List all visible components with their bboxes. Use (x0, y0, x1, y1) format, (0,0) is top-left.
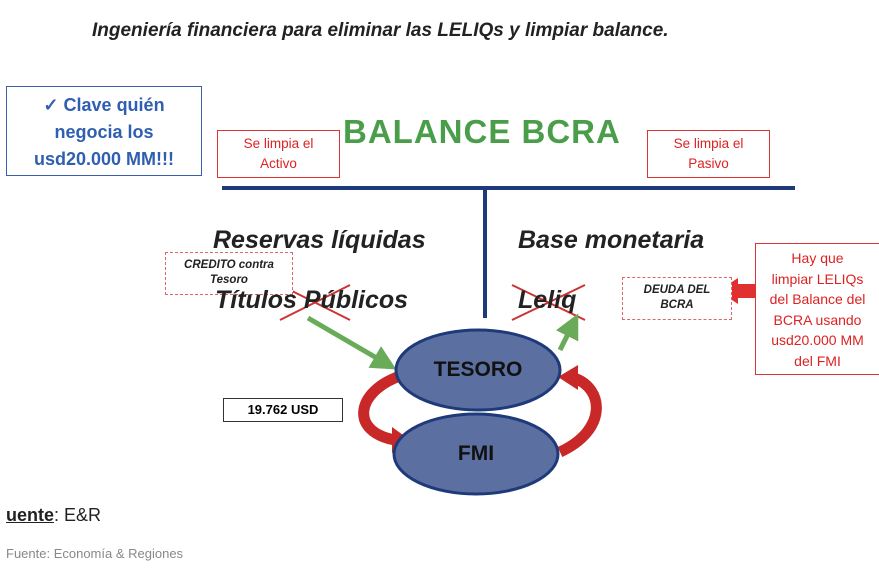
reservas-heading: Reservas líquidas (213, 226, 426, 254)
amount-box: 19.762 USD (223, 398, 343, 422)
note-line-3: del Balance del (769, 291, 866, 307)
deuda-box: DEUDA DEL BCRA (622, 277, 732, 320)
fmi-ellipse (392, 412, 560, 496)
note-line-4: BCRA usando (773, 311, 862, 328)
note-box: Hay que limpiar LELIQs del Balance del B… (755, 243, 879, 375)
credito-line-2: Tesoro (210, 274, 248, 286)
activo-box: Se limpia el Activo (217, 130, 340, 178)
titulos-publicos-label: Títulos Públicos (215, 286, 409, 314)
note-line-6: del FMI (794, 352, 841, 369)
clave-line-2: negocia los (54, 122, 154, 142)
pasivo-line-1: Se limpia el (673, 136, 744, 151)
base-monetaria-heading: Base monetaria (518, 226, 705, 254)
clave-line-1: Clave quién (63, 95, 165, 115)
arrow-tesoro-to-leliq (555, 313, 579, 352)
tesoro-label: TESORO (433, 358, 523, 381)
activo-line-1: Se limpia el (243, 136, 314, 151)
cycle-arrow-left (358, 370, 403, 446)
fuente-line: uente: E&R (6, 505, 101, 526)
cycle-arrow-right (557, 372, 602, 457)
note-line-1: Hay que (791, 250, 844, 266)
credito-box: CREDITO contra Tesoro (165, 252, 293, 295)
diagram-title: Ingeniería financiera para eliminar las … (92, 20, 669, 41)
check-icon: ✓ (43, 95, 59, 115)
cycle-arrow-right-head (558, 365, 578, 390)
pasivo-line-2: Pasivo (688, 156, 729, 171)
credito-line-1: CREDITO contra (184, 259, 274, 271)
fuente-label: uente (6, 505, 55, 525)
deuda-line-2: BCRA (660, 299, 694, 311)
note-line-5: usd20.000 MM (771, 332, 864, 348)
image-caption: Fuente: Economía & Regiones (6, 546, 184, 561)
tesoro-ellipse (394, 328, 562, 412)
activo-line-2: Activo (260, 156, 297, 171)
balance-title: BALANCE BCRA (343, 113, 621, 150)
leliq-label: Leliq (518, 286, 577, 314)
fuente-value: : E&R (54, 505, 102, 525)
fmi-label: FMI (457, 442, 495, 465)
deuda-line-1: DEUDA DEL (643, 284, 711, 296)
clave-line-3: usd20.000 MM!!! (33, 149, 175, 169)
clave-box: ✓ Clave quién negocia los usd20.000 MM!!… (6, 86, 202, 176)
arrow-titulos-to-tesoro (306, 315, 397, 370)
pasivo-box: Se limpia el Pasivo (647, 130, 770, 178)
note-line-2: limpiar LELIQs (771, 270, 864, 287)
